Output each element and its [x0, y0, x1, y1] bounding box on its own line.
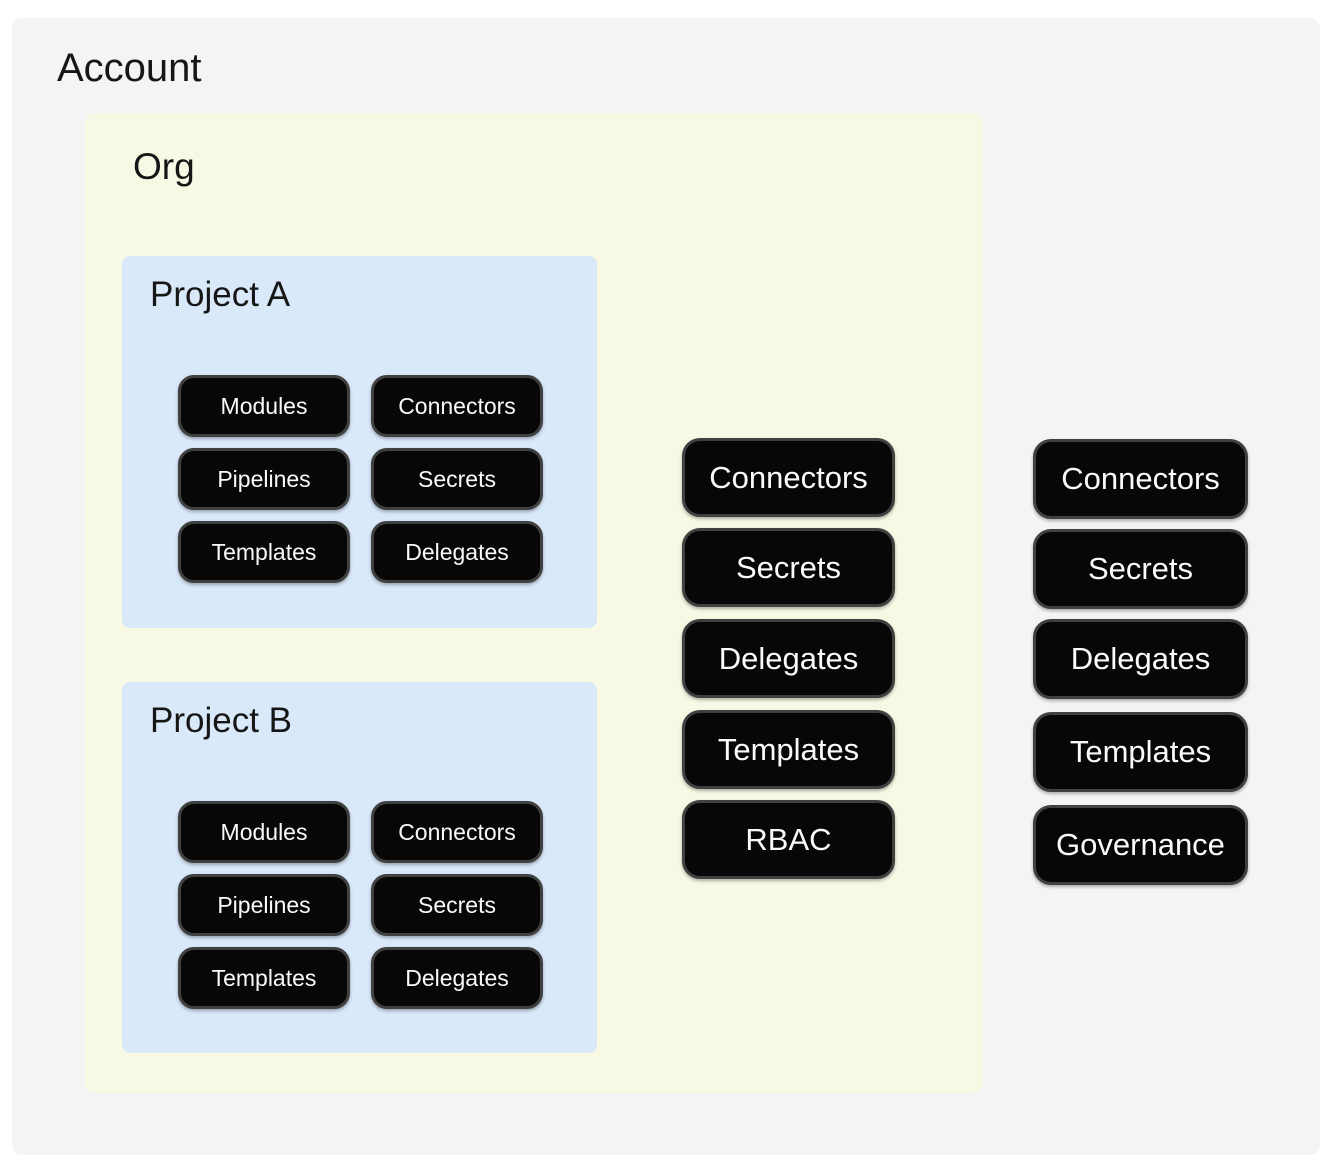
org-pill-secrets: Secrets	[682, 528, 895, 607]
project-b-pill-pipelines: Pipelines	[178, 874, 350, 936]
project-b-pill-templates: Templates	[178, 947, 350, 1009]
org-pill-delegates: Delegates	[682, 619, 895, 698]
account-pill-governance: Governance	[1033, 805, 1248, 885]
org-pill-rbac: RBAC	[682, 800, 895, 879]
project-b-pill-delegates: Delegates	[371, 947, 543, 1009]
project-a-container: Project A Modules Connectors Pipelines S…	[122, 256, 597, 628]
org-pill-connectors: Connectors	[682, 438, 895, 517]
project-b-pill-modules: Modules	[178, 801, 350, 863]
project-a-pill-delegates: Delegates	[371, 521, 543, 583]
project-a-pill-connectors: Connectors	[371, 375, 543, 437]
project-a-pill-templates: Templates	[178, 521, 350, 583]
org-pill-templates: Templates	[682, 710, 895, 789]
account-pill-delegates: Delegates	[1033, 619, 1248, 699]
project-b-container: Project B Modules Connectors Pipelines S…	[122, 682, 597, 1053]
account-container: Account Org Project A Modules Connectors…	[12, 18, 1320, 1155]
org-title: Org	[133, 146, 195, 187]
account-title: Account	[57, 46, 202, 90]
project-a-pill-pipelines: Pipelines	[178, 448, 350, 510]
project-b-pill-secrets: Secrets	[371, 874, 543, 936]
project-b-pill-connectors: Connectors	[371, 801, 543, 863]
project-a-pill-secrets: Secrets	[371, 448, 543, 510]
account-pill-templates: Templates	[1033, 712, 1248, 792]
project-a-title: Project A	[150, 275, 291, 314]
org-container: Org Project A Modules Connectors Pipelin…	[85, 113, 983, 1093]
project-b-title: Project B	[150, 701, 292, 740]
account-pill-secrets: Secrets	[1033, 529, 1248, 609]
project-a-pill-modules: Modules	[178, 375, 350, 437]
account-pill-connectors: Connectors	[1033, 439, 1248, 519]
